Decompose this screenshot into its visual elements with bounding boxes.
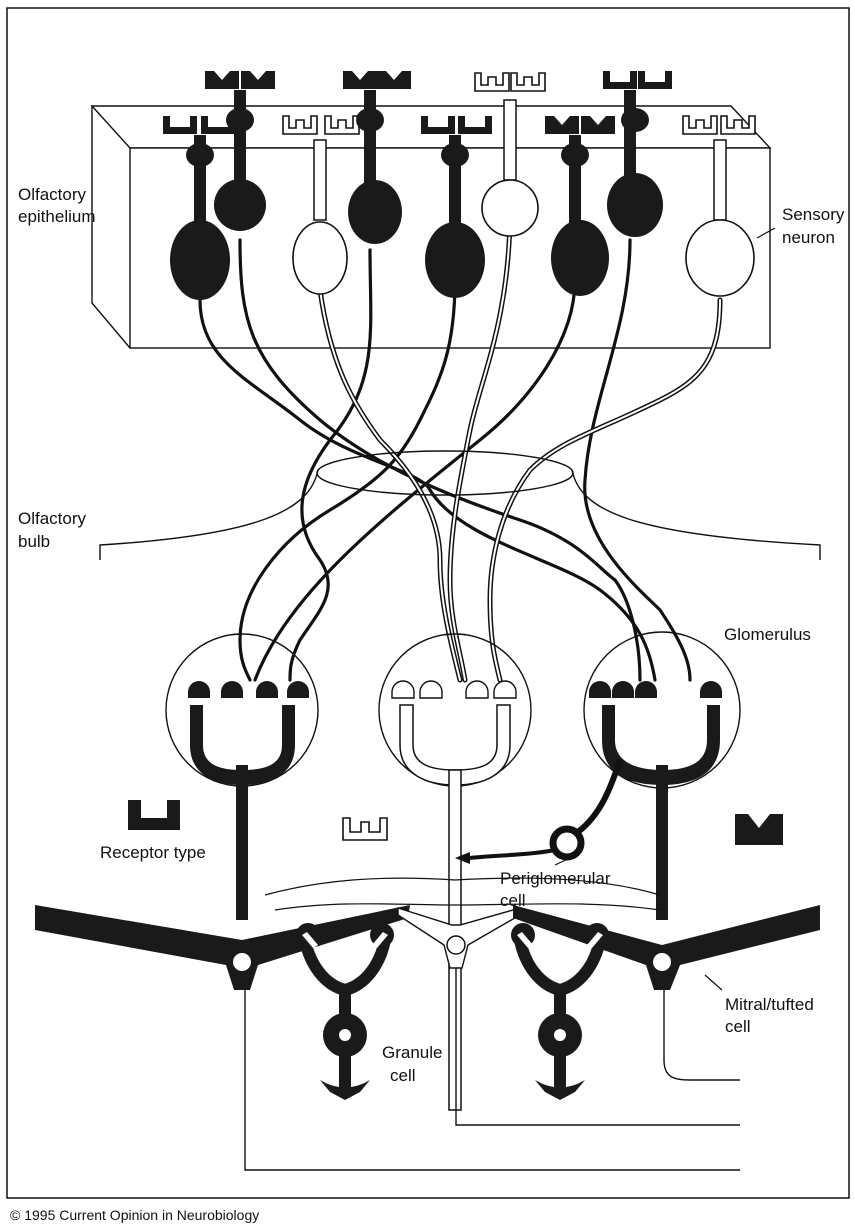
label-sensory-1: Sensory [782, 205, 845, 224]
label-periglomerular-2: cell [500, 891, 526, 910]
glomerulus-left [166, 634, 318, 920]
granule-cell-left [296, 923, 394, 1100]
receptor-double-u-icon [343, 818, 387, 840]
olfactory-nerve-outline [100, 451, 820, 560]
label-glomerulus: Glomerulus [724, 625, 811, 644]
label-granule-1: Granule [382, 1043, 442, 1062]
label-receptor-type: Receptor type [100, 843, 206, 862]
granule-cell-right [511, 923, 609, 1100]
mitral-layer [35, 878, 820, 1170]
label-bulb-1: Olfactory [18, 509, 87, 528]
label-mitral-2: cell [725, 1017, 751, 1036]
mitral-cell-left [35, 905, 410, 990]
label-periglomerular-1: Periglomerular [500, 869, 611, 888]
label-sensory-2: neuron [782, 228, 835, 247]
receptor-u-icon [128, 800, 180, 830]
glomeruli [166, 632, 740, 1110]
label-epithelium-2: epithelium [18, 207, 96, 226]
credit-text: © 1995 Current Opinion in Neurobiology [10, 1207, 259, 1223]
receptor-m-icon [735, 814, 783, 845]
label-granule-2: cell [390, 1066, 416, 1085]
label-mitral-1: Mitral/tufted [725, 995, 814, 1014]
label-epithelium-1: Olfactory [18, 185, 87, 204]
label-bulb-2: bulb [18, 532, 50, 551]
